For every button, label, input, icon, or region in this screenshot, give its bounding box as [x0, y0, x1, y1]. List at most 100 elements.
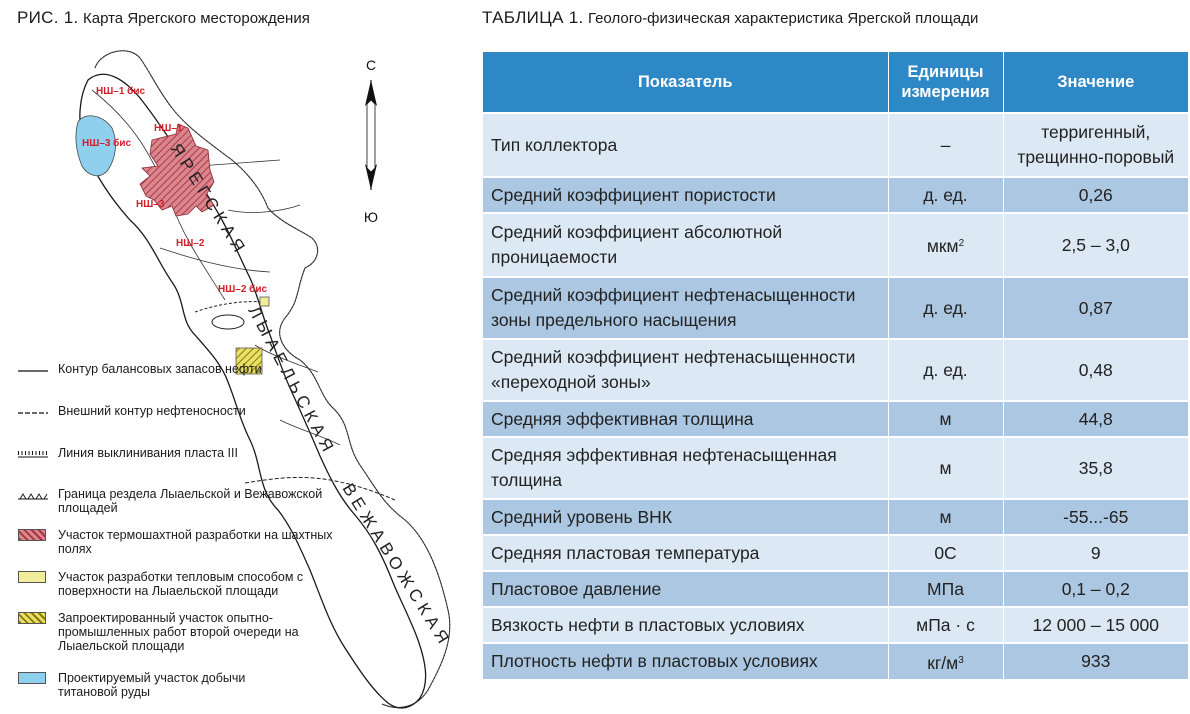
cell-unit-text: мкм — [926, 236, 959, 256]
label-ns2bis: НШ–2 бис — [218, 283, 267, 295]
cell-unit: м — [888, 498, 1004, 535]
cell-unit: д. ед. — [888, 338, 1004, 401]
cell-indicator: Средний коэффициент нефтенасыщенности «п… — [483, 338, 889, 401]
yellow-swatch — [18, 571, 46, 583]
characteristics-table: Показатель Единицы измерения Значение Ти… — [483, 52, 1188, 679]
cell-unit: – — [888, 112, 1004, 177]
label-ns3: НШ–3 — [136, 199, 165, 210]
cell-indicator: Средняя пластовая температура — [483, 534, 889, 571]
cell-value: 0,1 – 0,2 — [1003, 570, 1188, 607]
table-caption-number: ТАБЛИЦА 1. — [482, 8, 584, 27]
cell-value-line1: терригенный, — [1041, 122, 1151, 142]
label-ns1: НШ–1 — [154, 123, 183, 134]
cell-indicator: Пластовое давление — [483, 570, 889, 607]
table-caption: ТАБЛИЦА 1. Геолого-физическая характерис… — [482, 8, 978, 28]
table-row: Средний уровень ВНК м -55...-65 — [483, 498, 1188, 535]
red-thermal-mining-area — [139, 123, 215, 217]
cell-value: 0,48 — [1003, 338, 1188, 401]
label-ns1bis: НШ–1 бис — [96, 85, 145, 97]
label-ns2: НШ–2 — [176, 238, 205, 249]
blue-titanium-area — [75, 115, 116, 177]
hatched-line-icon — [18, 451, 48, 458]
label-ns3bis: НШ–3 бис — [82, 137, 131, 149]
table-row: Средний коэффициент нефтенасыщенности «п… — [483, 338, 1188, 401]
cell-value: 0,26 — [1003, 176, 1188, 213]
table-row: Средняя эффективная толщина м 44,8 — [483, 400, 1188, 437]
header-units-line1: Единицы — [907, 63, 984, 81]
label-lyaelskaya-area: ЛЫАЕЛЬСКАЯ — [244, 303, 339, 459]
cell-indicator: Вязкость нефти в пластовых условиях — [483, 606, 889, 643]
cell-unit: МПа — [888, 570, 1004, 607]
cell-value: 44,8 — [1003, 400, 1188, 437]
yellow-surface-area — [259, 296, 270, 307]
dashed-line-icon — [18, 412, 48, 414]
cell-unit-text: кг/м — [927, 652, 959, 673]
table-row: Тип коллектора – терригенный, трещинно-п… — [483, 112, 1188, 177]
table-row: Средний коэффициент пористости д. ед. 0,… — [483, 176, 1188, 213]
triangle-line-icon — [18, 493, 48, 500]
compass-icon — [365, 80, 377, 190]
compass-north-label: С — [366, 57, 376, 73]
figure-caption-number: РИС. 1. — [17, 8, 79, 27]
cell-indicator: Средний коэффициент пористости — [483, 176, 889, 213]
cell-unit: мкм2 — [888, 212, 1004, 277]
cell-unit: д. ед. — [888, 176, 1004, 213]
cell-value-line2: трещинно-поровый — [1017, 147, 1175, 167]
cell-unit: 0С — [888, 534, 1004, 571]
table-row: Вязкость нефти в пластовых условиях мПа … — [483, 606, 1188, 643]
cell-value: 933 — [1003, 642, 1188, 679]
cell-unit-sup: 2 — [958, 238, 965, 249]
figure-caption-text: Карта Ярегского месторождения — [83, 10, 310, 27]
cell-indicator: Средняя эффективная толщина — [483, 400, 889, 437]
cell-indicator: Средний коэффициент абсолютной проницаем… — [483, 212, 889, 277]
cell-value: 0,87 — [1003, 276, 1188, 339]
table-row: Пластовое давление МПа 0,1 – 0,2 — [483, 570, 1188, 607]
table-row: Средняя пластовая температура 0С 9 — [483, 534, 1188, 571]
legend-text: Внешний контур нефтеносности — [58, 404, 246, 418]
field-map: С Ю НШ–1 бис НШ–3 бис НШ–1 НШ–3 НШ–2 НШ–… — [75, 50, 455, 709]
cell-indicator: Средняя эффективная нефтенасыщенная толщ… — [483, 436, 889, 499]
header-units-line2: измерения — [901, 83, 990, 101]
cell-unit: мПа · с — [888, 606, 1004, 643]
figure-caption: РИС. 1. Карта Ярегского месторождения — [17, 8, 310, 28]
yellow-hatched-swatch — [18, 612, 46, 624]
legend-text: Контур балансовых запасов нефти — [58, 362, 262, 376]
legend-text: Участок разработки тепловым способом с п… — [58, 570, 304, 598]
table-row: Средняя эффективная нефтенасыщенная толщ… — [483, 436, 1188, 499]
cell-value: 35,8 — [1003, 436, 1188, 499]
compass-south-label: Ю — [364, 209, 378, 225]
table-row: Плотность нефти в пластовых условиях кг/… — [483, 642, 1188, 679]
legend-text: Линия выклинивания пласта III — [58, 446, 238, 460]
cell-indicator: Плотность нефти в пластовых условиях — [483, 642, 889, 679]
cell-value: 2,5 – 3,0 — [1003, 212, 1188, 277]
table-header-row: Показатель Единицы измерения Значение — [483, 52, 1188, 113]
blue-swatch — [18, 672, 46, 684]
cell-indicator: Средний коэффициент нефтенасыщенности зо… — [483, 276, 889, 339]
legend-text: Проектируемый участок добычи титановой р… — [58, 671, 246, 699]
cell-unit: м — [888, 400, 1004, 437]
area-boundary-line — [244, 476, 396, 501]
header-indicator: Показатель — [483, 52, 889, 113]
legend-text: Запроектированный участок опытно-промышл… — [58, 611, 299, 653]
cell-value: 12 000 – 15 000 — [1003, 606, 1188, 643]
cell-value: -55...-65 — [1003, 498, 1188, 535]
solid-line-icon — [18, 370, 48, 372]
header-value: Значение — [1003, 52, 1188, 113]
header-units: Единицы измерения — [888, 52, 1004, 113]
cell-unit: д. ед. — [888, 276, 1004, 339]
table-row: Средний коэффициент абсолютной проницаем… — [483, 212, 1188, 277]
table-caption-text: Геолого-физическая характеристика Ярегск… — [587, 10, 979, 27]
cell-value: 9 — [1003, 534, 1188, 571]
cell-unit-sup: 3 — [958, 654, 964, 666]
cell-unit: м — [888, 436, 1004, 499]
red-hatched-swatch — [18, 529, 46, 541]
pinch-out-line — [94, 50, 451, 709]
legend-text: Граница рездела Лыаельской и Вежавожской… — [58, 487, 323, 515]
oil-reserves-contour — [79, 73, 427, 709]
legend-text: Участок термошахтной разработки на шахтн… — [58, 528, 333, 556]
table-row: Средний коэффициент нефтенасыщенности зо… — [483, 276, 1188, 339]
cell-unit: кг/м3 — [888, 642, 1004, 679]
cell-indicator: Тип коллектора — [483, 112, 889, 177]
yellow-hatched-area — [235, 347, 263, 375]
cell-value: терригенный, трещинно-поровый — [1003, 112, 1188, 177]
